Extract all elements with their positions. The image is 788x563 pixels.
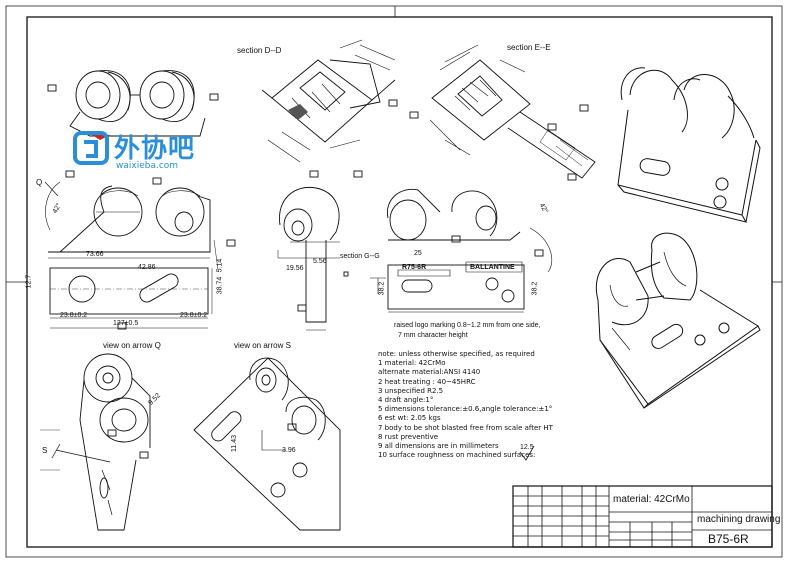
view-front-left	[44, 170, 236, 271]
note-line: 6 est wt: 2.05 kgs	[378, 414, 441, 423]
dim-38-74: 38.74	[216, 276, 224, 295]
dim-5-56: 5.56	[313, 258, 327, 265]
dim-5-14: 5.14	[216, 258, 224, 273]
section-gg-title: section G--G	[340, 253, 380, 260]
note-line: 10 surface roughness on machined surface…	[378, 451, 536, 460]
note-line: 9 all dimensions are in millimeters	[378, 442, 499, 451]
view-section-dd	[261, 39, 419, 163]
view-iso-right-bottom	[595, 232, 761, 409]
title-block-part-no: B75-6R	[708, 532, 749, 546]
logo-icon	[73, 131, 109, 165]
title-block	[512, 485, 773, 548]
view-s-title: view on arrow S	[234, 341, 291, 350]
note-line: 7 body to be shot blasted free from scal…	[378, 423, 553, 432]
dim-25: 25	[414, 250, 422, 257]
view-section-gg	[343, 170, 552, 313]
dim-42-86: 42.86	[138, 264, 156, 271]
dim-73-66: 73.66	[86, 251, 104, 258]
dim-38-2-left: 38.2	[378, 281, 386, 296]
title-block-material: material: 42CrMo	[613, 494, 690, 505]
view-plan-left	[49, 267, 213, 330]
marking-right: BALLANTINE	[470, 264, 515, 271]
note-line: 4 draft angle:1°	[378, 396, 434, 405]
roughness-value: 12.5	[520, 444, 534, 451]
marking-left: R75-6R	[402, 264, 427, 271]
watermark-logo: 外协吧 waixieba.com	[72, 128, 222, 174]
logo-text-cn: 外协吧	[114, 134, 196, 164]
title-block-drawing-type: machining drawing	[697, 514, 781, 525]
note-line: alternate material:ANSI 4140	[378, 368, 481, 377]
view-side-middle	[277, 170, 340, 331]
view-q-title: view on arrow Q	[103, 341, 161, 350]
arrow-q-label: Q	[36, 178, 43, 187]
outer-border	[5, 5, 783, 558]
dim-23-8-right: 23.8±0.2	[180, 312, 208, 319]
view-arrow-q	[40, 353, 151, 531]
inner-border	[26, 16, 773, 548]
note-line: 3 unspecified R2.5	[378, 386, 444, 395]
view-arrow-s	[193, 357, 341, 531]
view-section-ee	[429, 44, 596, 181]
section-dd-title: section D--D	[237, 46, 282, 55]
logo-note-line-2: 7 mm character height	[398, 332, 468, 339]
note-line: 8 rust preventive	[378, 432, 439, 441]
note-line: 2 heat treating : 40~45HRC	[378, 377, 476, 386]
dim-127: 127±0.5	[113, 320, 139, 327]
view-top-left	[47, 70, 219, 140]
view-iso-right-top	[617, 67, 761, 223]
section-ee-title: section E--E	[507, 43, 551, 52]
dim-12-7: 12.7	[25, 274, 33, 289]
technical-notes: note: unless otherwise specified, as req…	[378, 350, 588, 460]
dim-23-8-left: 23.8±0.2	[60, 312, 88, 319]
note-line: 1 material: 42CrMo	[378, 359, 446, 368]
dim-38-2-right: 38.2	[531, 281, 539, 296]
logo-note-line-1: raised logo marking 0.8~1.2 mm from one …	[394, 322, 541, 329]
note-line: 5 dimensions tolerance:±0.6,angle tolera…	[378, 405, 553, 414]
arrow-s-label: S	[42, 446, 48, 455]
logo-text-en: waixieba.com	[116, 161, 179, 171]
note-line: note: unless otherwise specified, as req…	[378, 350, 535, 358]
dim-19-56: 19.56	[286, 265, 304, 272]
roughness-symbol	[519, 445, 535, 461]
dim-11-43: 11.43	[231, 435, 238, 452]
dim-3-96: 3.96	[282, 447, 296, 454]
